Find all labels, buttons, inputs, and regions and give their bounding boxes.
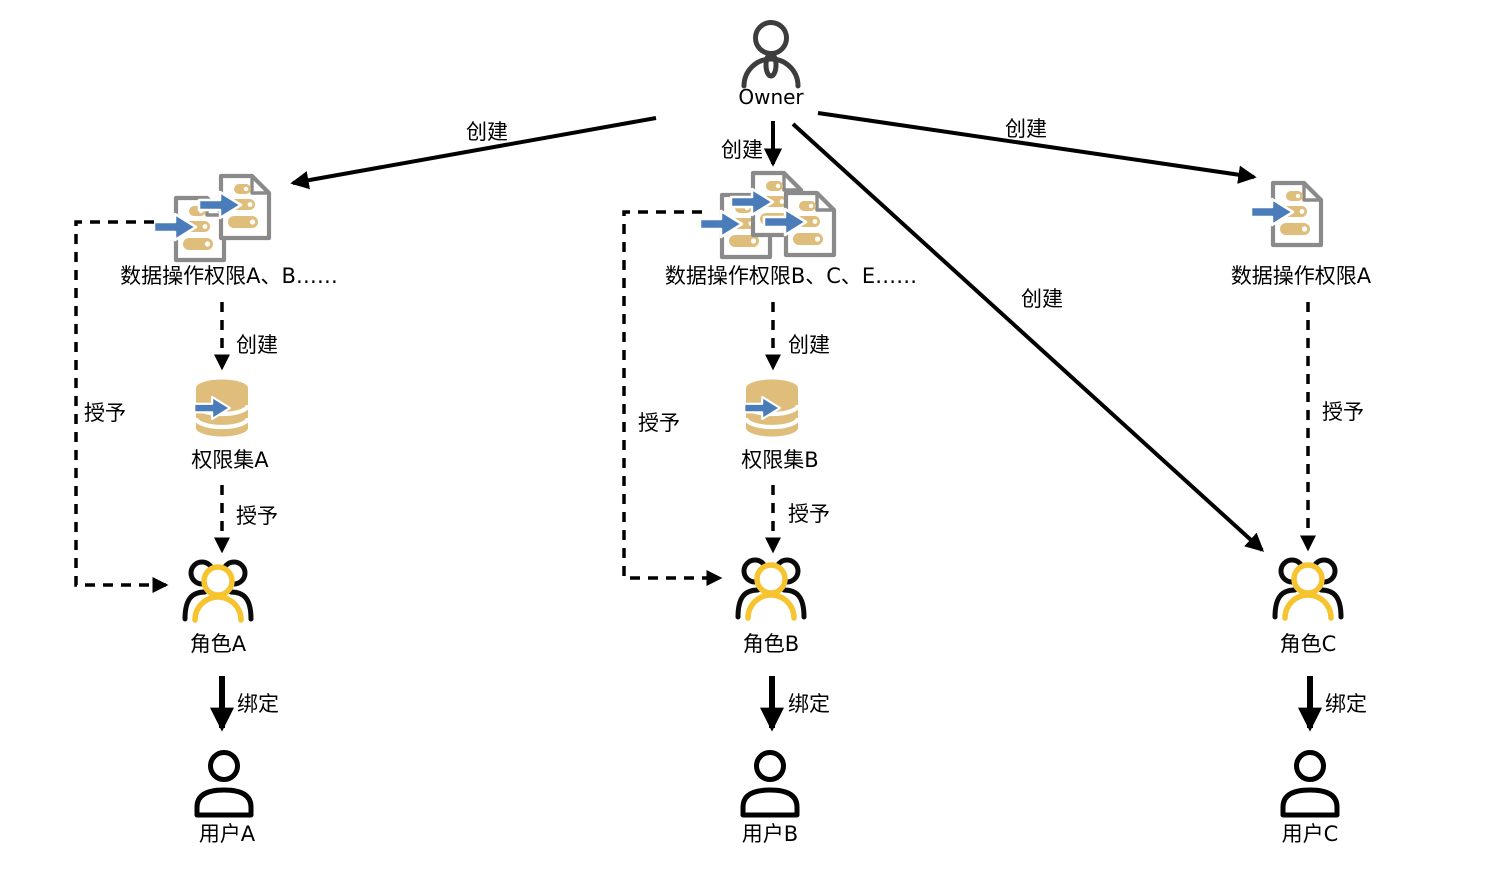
role-icon-col3: [1275, 560, 1341, 618]
user-label-col1: 用户A: [199, 822, 256, 846]
role-label-col2: 角色B: [743, 632, 799, 656]
role-label-col3: 角色C: [1280, 632, 1337, 656]
permission-set-label-col1: 权限集A: [191, 448, 269, 472]
edge-label-create-middle: 创建: [721, 138, 763, 162]
edge-label-grant-col2: 授予: [788, 502, 830, 526]
edge-label-create-right: 创建: [1005, 117, 1047, 141]
permission-set-label-col2: 权限集B: [741, 448, 818, 472]
edge-label-create-col2: 创建: [788, 333, 830, 357]
edge-grant-docs-to-role-col2: [622, 210, 723, 587]
permission-doc-icon-col3: [1251, 183, 1321, 245]
permission-set-icon-col1: [194, 380, 248, 437]
edge-label-create-left: 创建: [466, 120, 508, 144]
edge-label-grant-col1: 授予: [236, 504, 278, 528]
user-icon-col3: [1283, 753, 1337, 816]
user-icon-col2: [743, 753, 797, 816]
edge-grant-docs-to-role-col1: [74, 220, 169, 594]
edge-label-create-role-c: 创建: [1021, 287, 1063, 311]
role-label-col1: 角色A: [190, 632, 247, 656]
permissions-label-col1: 数据操作权限A、B……: [120, 264, 338, 288]
owner-label: Owner: [738, 85, 804, 109]
role-icon-col1: [185, 562, 251, 620]
permissions-label-col2: 数据操作权限B、C、E……: [665, 264, 917, 288]
edge-label-create-col1: 创建: [236, 333, 278, 357]
edge-owner-create-right: [817, 111, 1257, 184]
edge-label-grant-col3: 授予: [1322, 400, 1364, 424]
permissions-label-col3: 数据操作权限A: [1231, 264, 1372, 288]
role-icon-col2: [738, 560, 804, 618]
edge-label-bind-col3: 绑定: [1325, 692, 1367, 716]
edge-label-grant-path-col2: 授予: [638, 411, 680, 435]
permission-set-icon-col2: [744, 380, 798, 437]
owner-icon: [744, 23, 798, 87]
edge-label-bind-col1: 绑定: [237, 692, 279, 716]
user-label-col2: 用户B: [742, 822, 798, 846]
user-label-col3: 用户C: [1282, 822, 1339, 846]
edge-label-bind-col2: 绑定: [788, 692, 830, 716]
edge-owner-create-left: [290, 116, 657, 190]
user-icon-col1: [197, 753, 251, 816]
edge-owner-create-role-c: [791, 122, 1265, 552]
edge-label-grant-path-col1: 授予: [84, 401, 126, 425]
